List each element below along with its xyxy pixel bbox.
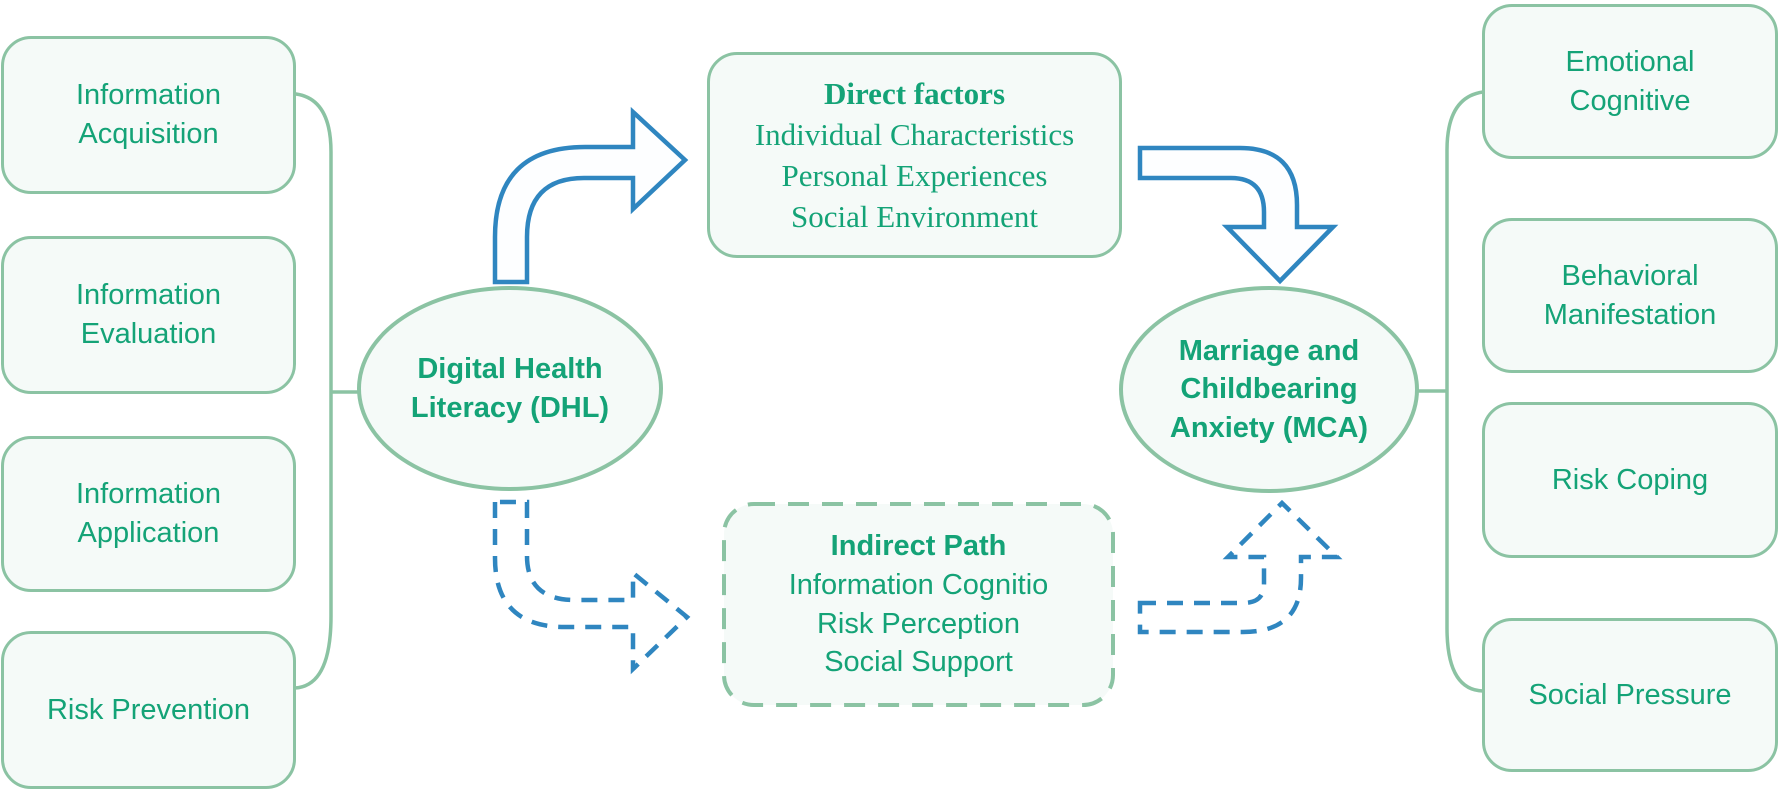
indirect-path-title: Indirect Path [830,530,1007,563]
solid-arrow-direct-factors-to-mca [1137,145,1339,285]
direct-factors-items: Individual Characteristics Personal Expe… [754,116,1075,235]
left-brace-connector [293,92,359,690]
direct-factors-title: Direct factors [823,75,1006,111]
right-box-emotional-cognitive: Emotional Cognitive [1482,4,1778,159]
left-box-information-evaluation: Information Evaluation [1,236,296,394]
indirect-path-box: Indirect Path Information Cognitio Risk … [722,502,1115,707]
dashed-arrow-dhl-to-indirect-path [492,499,691,675]
direct-factors-box: Direct factors Individual Characteristic… [707,52,1122,258]
solid-arrow-dhl-to-direct-factors [492,106,689,285]
indirect-path-box-border [722,502,1115,707]
right-box-social-pressure: Social Pressure [1482,618,1778,772]
left-box-information-application: Information Application [1,436,296,592]
right-box-behavioral-manifestation: Behavioral Manifestation [1482,218,1778,373]
dhl-ellipse-node: Digital Health Literacy (DHL) [357,286,663,491]
indirect-path-items: Information Cognitio Risk Perception Soc… [788,568,1049,679]
right-box-risk-coping: Risk Coping [1482,402,1778,558]
left-box-information-acquisition: Information Acquisition [1,36,296,194]
dashed-arrow-indirect-path-to-mca [1137,499,1343,635]
mca-ellipse-node: Marriage and Childbearing Anxiety (MCA) [1119,286,1419,493]
left-box-risk-prevention: Risk Prevention [1,631,296,789]
right-brace-connector [1410,90,1485,693]
